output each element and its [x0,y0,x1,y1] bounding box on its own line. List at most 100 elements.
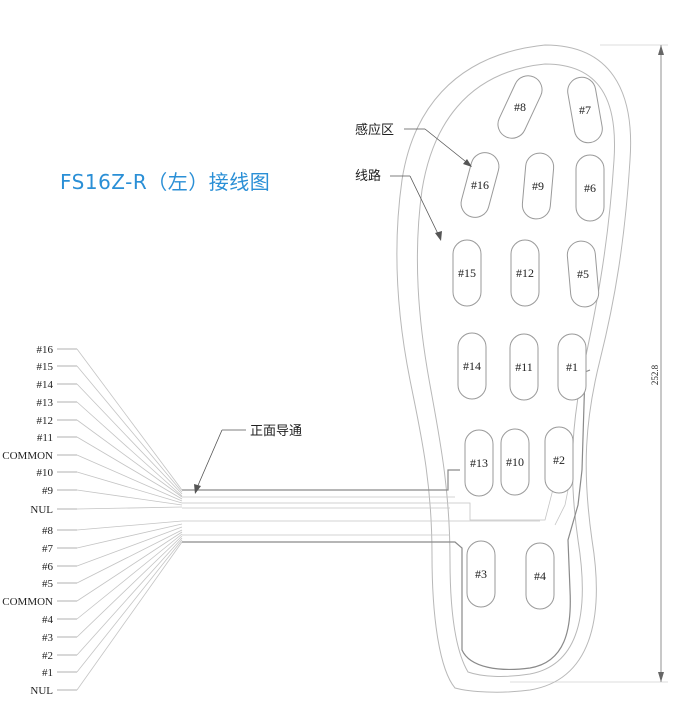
pin-label: #14 [37,379,54,391]
sensor-pad: #3 [466,540,496,608]
fan-out-wires [57,348,183,691]
sensor-pad: #4 [525,542,555,610]
pin-wire [76,529,183,584]
sensing-area-label: 感应区 [355,122,394,137]
sensor-pad: #12 [510,239,540,307]
pin-label: #16 [37,344,54,356]
sensor-pad-label: #11 [515,360,533,374]
pin-label: #10 [37,467,54,479]
sensor-pad: #7 [567,76,603,144]
sensor-pad: #8 [497,75,543,139]
annotation-sensing-area: 感应区 [355,122,472,167]
sensor-pad-label: #1 [566,360,578,374]
pin-wire [76,454,183,502]
pin-label: #8 [42,525,54,537]
sensor-pad-shape [575,154,605,222]
sensor-pad: #13 [464,429,494,497]
sensor-pad-label: #14 [463,359,481,373]
pin-label: COMMON [2,596,53,608]
pin-wire [76,348,183,491]
sensor-pad-shape [544,426,574,494]
front-conduction-label: 正面导通 [250,423,302,438]
pin-wire [76,506,183,510]
sensor-pad-shape [457,332,487,400]
sensor-pad-shape [566,240,600,308]
sensor-pad-label: #5 [577,267,589,281]
pin-label: #7 [42,543,54,555]
pin-wire [76,520,183,531]
sensor-pad-shape [567,76,603,144]
pin-wire [76,401,183,497]
sensor-pad-shape [509,333,539,401]
pin-label: #15 [37,361,54,373]
sensor-pad-shape [525,542,555,610]
sensor-pad-label: #12 [516,266,534,280]
dimension-label: 252.8 [650,364,660,385]
sensor-pad-label: #16 [471,178,489,192]
pin-label: NUL [30,504,53,516]
sensor-pad: #9 [521,152,555,220]
pin-label: #1 [42,667,53,679]
sensor-pad-label: #8 [514,100,526,114]
pin-label: #11 [37,432,53,444]
pin-label: #13 [37,397,54,409]
pin-label: #6 [42,561,54,573]
pin-label: #3 [42,632,54,644]
pin-label: #9 [42,485,54,497]
pin-wire [76,365,183,493]
sensor-pad-label: #15 [458,266,476,280]
sensor-pad: #11 [509,333,539,401]
sensor-pad-shape [500,428,530,496]
pin-wire [76,541,183,691]
sensor-pad-shape [466,540,496,608]
sensor-pad: #15 [452,239,482,307]
sensor-pad-shape [510,239,540,307]
pin-wire [76,383,183,495]
insole-inner-outline [416,63,616,677]
pin-label: NUL [30,685,53,697]
pin-wire [76,537,183,656]
sensor-pad-shape [464,429,494,497]
diagram-title: FS16Z-R（左）接线图 [60,170,271,194]
sensor-pad: #14 [457,332,487,400]
pin-label: #5 [42,578,54,590]
sensor-pad-label: #6 [584,181,596,195]
sensor-pad-shape [452,239,482,307]
pin-wire [76,419,183,498]
sensor-pad-label: #2 [553,453,565,467]
sensor-pad-shape [557,333,587,401]
sensor-pad-shape [521,152,555,220]
pin-label: #12 [37,415,54,427]
annotation-trace: 线路 [355,168,442,241]
tail-traces [182,369,591,671]
sensor-pad: #10 [500,428,530,496]
sensor-pad: #5 [566,240,600,308]
sensor-pad: #1 [557,333,587,401]
pin-wire [76,436,183,500]
pin-label: COMMON [2,450,53,462]
pin-wire [76,533,183,620]
pin-wire [76,539,183,673]
pin-wire [76,489,183,506]
sensor-pad-shape [497,75,543,139]
sensor-pad: #6 [575,154,605,222]
pin-wire [76,526,183,567]
pin-wire [76,471,183,504]
sensor-pad-label: #13 [470,456,488,470]
pin-label: #4 [42,614,54,626]
sensor-pad-label: #4 [534,569,546,583]
dimension-line: 252.8 [510,44,668,683]
sensor-pad-label: #9 [532,179,544,193]
sensor-pad: #2 [544,426,574,494]
sensor-pad-label: #10 [506,455,524,469]
insole-outline [396,44,632,693]
pin-wire [76,523,183,549]
sensor-pad-label: #3 [475,567,487,581]
sensor-pads: #8 #7 #16 #9 #6 #15 #12 #5 #14 #11 #1 #13 #10 #2 #3 #4 [452,75,605,610]
pin-wire [76,531,183,602]
trace-label: 线路 [355,168,381,183]
sensor-pad-shape [460,152,500,218]
annotation-front-conduction: 正面导通 [194,423,302,494]
